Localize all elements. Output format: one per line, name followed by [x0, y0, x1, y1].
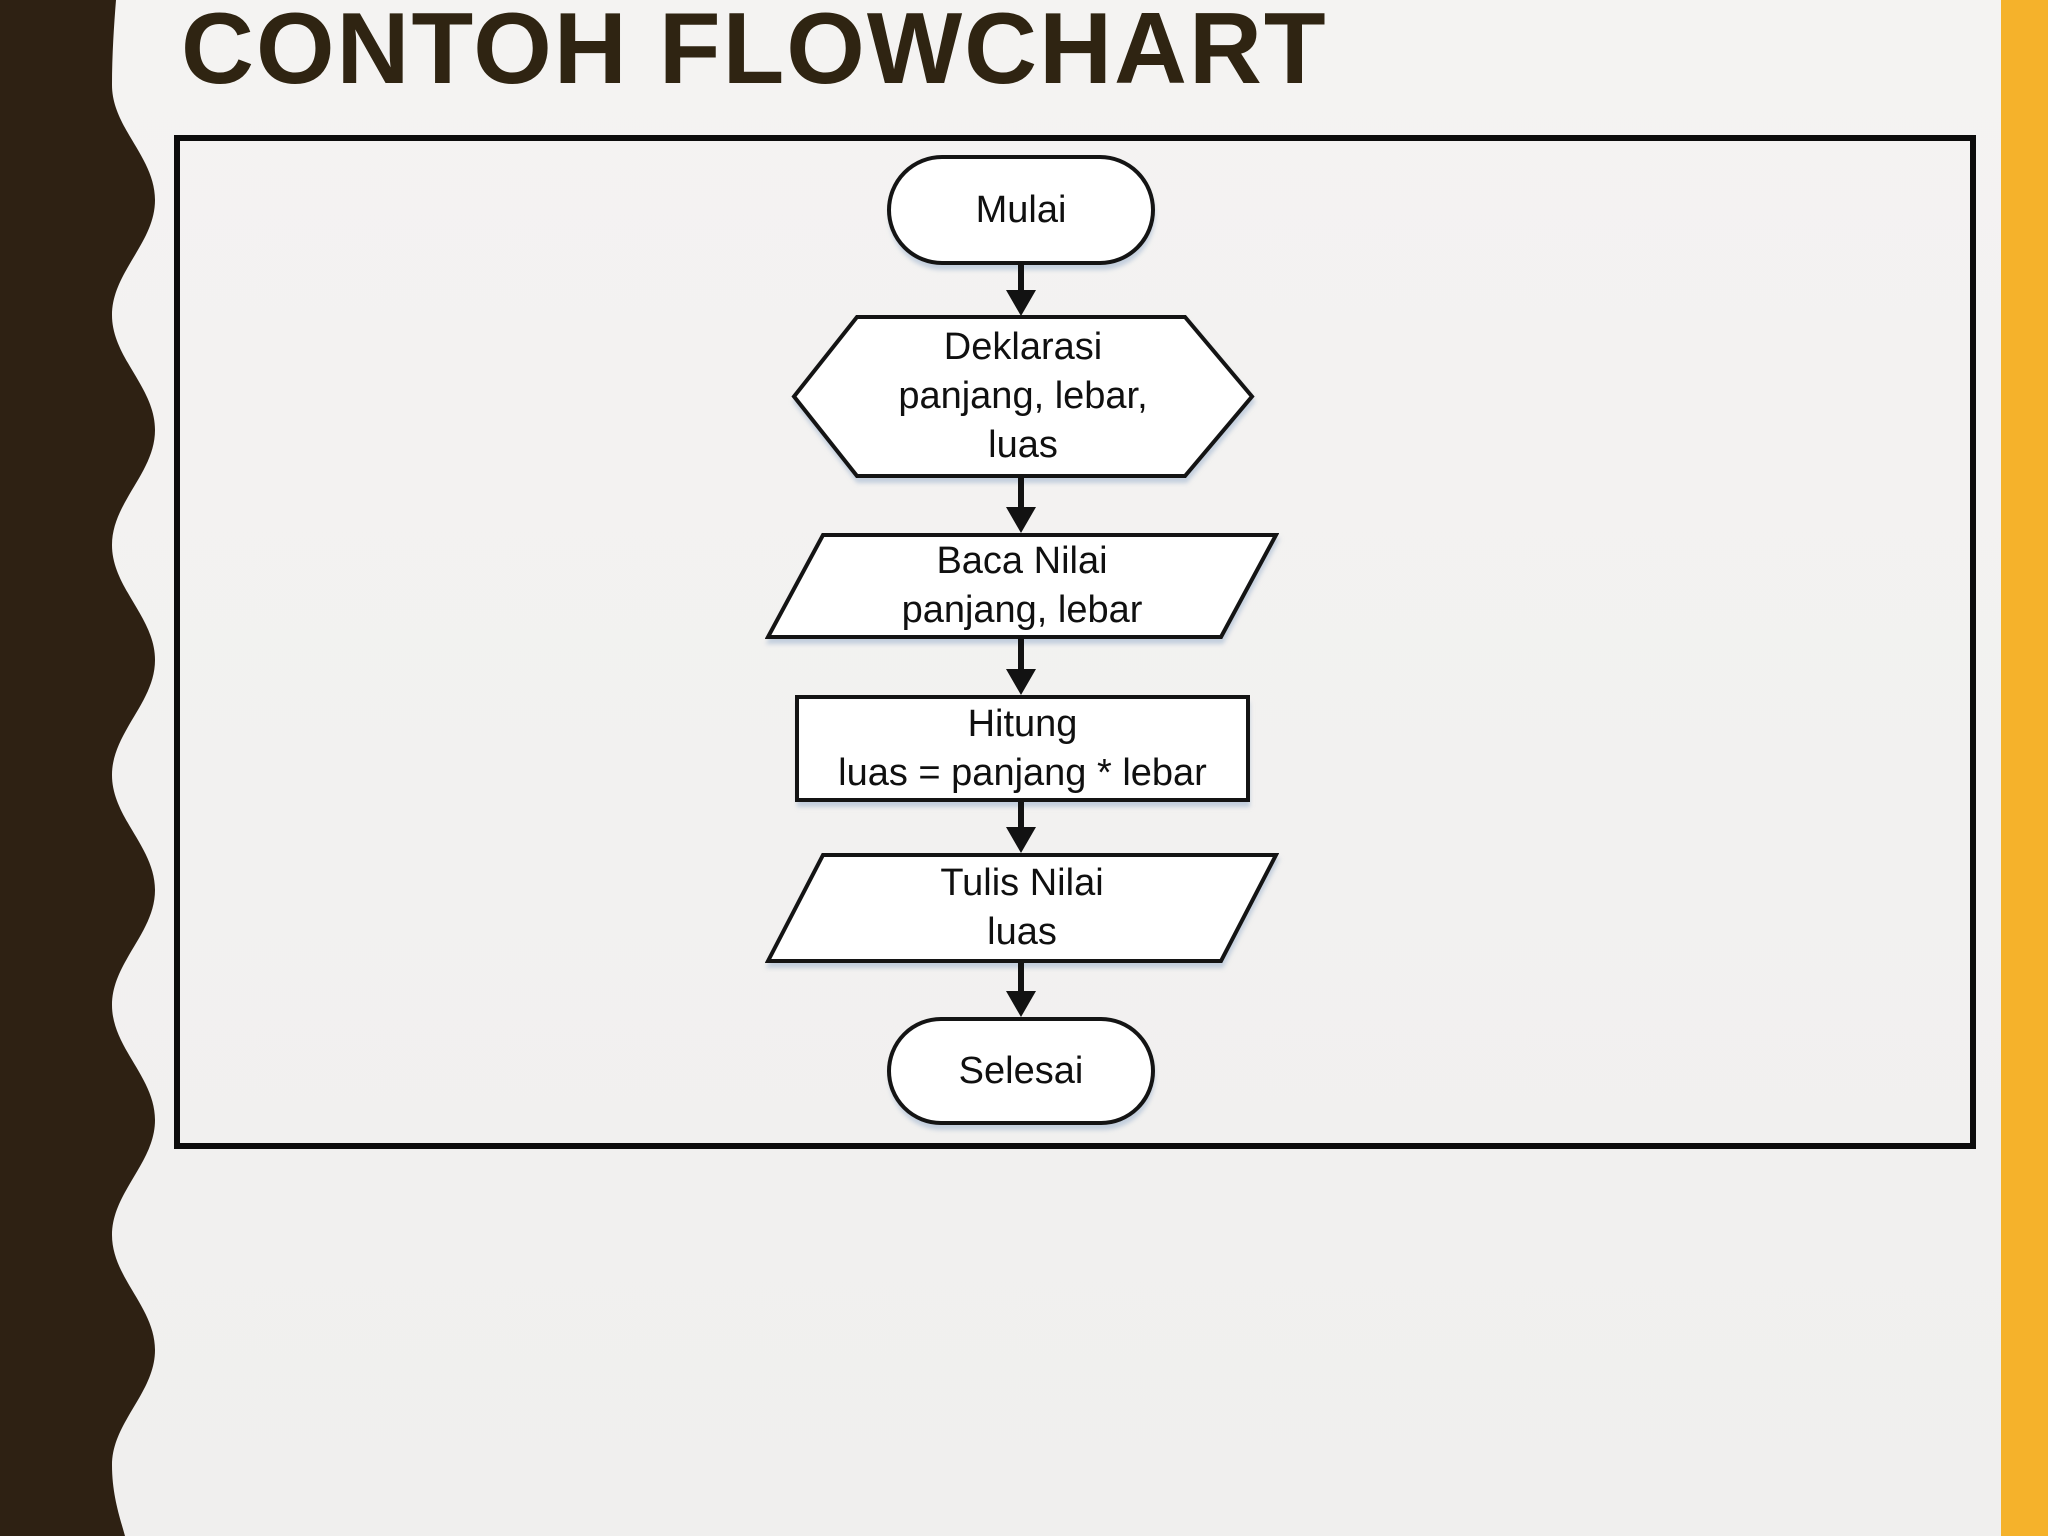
flow-arrow-5 — [1003, 963, 1039, 1017]
flow-node-declare-label: Deklarasi panjang, lebar, luas — [898, 326, 1148, 466]
slide-title: CONTOH FLOWCHART — [181, 0, 1328, 105]
flow-node-read-label: Baca Nilai panjang, lebar — [901, 540, 1143, 631]
arrow-head-icon — [1006, 669, 1036, 695]
flow-arrow-2 — [1003, 477, 1039, 533]
parallelogram-shape — [765, 853, 1279, 963]
flow-arrow-1 — [1003, 263, 1039, 316]
arrow-shaft — [1018, 638, 1024, 675]
left-wave-shape — [0, 0, 155, 1536]
flow-arrow-4 — [1003, 802, 1039, 853]
flow-node-read: Baca Nilai panjang, lebar — [765, 533, 1279, 639]
flow-node-end: Selesai — [887, 1017, 1155, 1125]
flow-node-start: Mulai — [887, 155, 1155, 265]
arrow-head-icon — [1006, 991, 1036, 1017]
flow-node-declare: Deklarasi panjang, lebar, luas — [791, 315, 1255, 478]
arrow-shaft — [1018, 802, 1024, 833]
arrow-shaft — [1018, 477, 1024, 513]
flow-node-start-label: Mulai — [975, 188, 1067, 231]
flowchart-frame — [174, 135, 1976, 1149]
flow-node-compute: Hitung luas = panjang * lebar — [795, 695, 1250, 802]
arrow-head-icon — [1006, 827, 1036, 853]
arrow-head-icon — [1006, 290, 1036, 316]
flow-node-write-label: Tulis Nilai luas — [940, 862, 1104, 953]
flow-arrow-3 — [1003, 638, 1039, 695]
flow-node-compute-label: Hitung luas = panjang * lebar — [838, 702, 1207, 794]
arrow-shaft — [1018, 963, 1024, 997]
arrow-head-icon — [1006, 507, 1036, 533]
right-accent-stripe — [2001, 0, 2048, 1536]
left-wave-decoration — [0, 0, 155, 1536]
flow-node-write: Tulis Nilai luas — [765, 853, 1279, 963]
flow-node-end-label: Selesai — [958, 1049, 1084, 1092]
parallelogram-shape — [765, 533, 1279, 639]
hexagon-shape — [791, 315, 1255, 478]
arrow-shaft — [1018, 263, 1024, 296]
